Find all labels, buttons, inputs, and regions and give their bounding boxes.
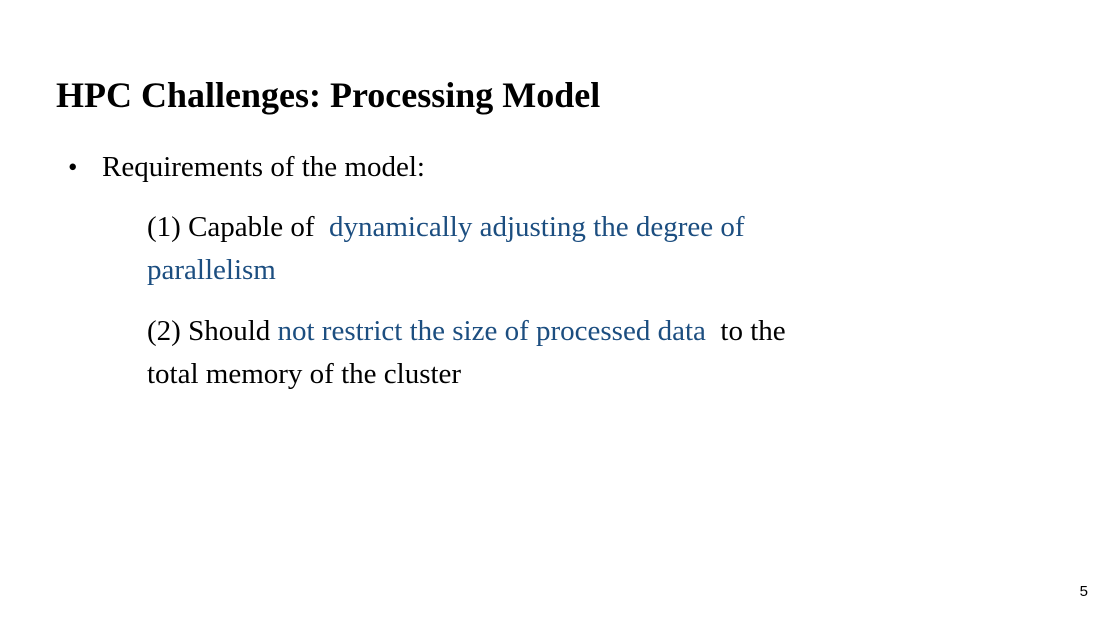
requirement-2-suffix: to the [713,315,786,347]
requirement-2-highlight: not restrict the size of processed data [277,315,714,347]
requirement-1-prefix: (1) Capable of [147,211,322,243]
requirement-1-highlight: dynamically adjusting the degree of [321,211,745,243]
requirement-2-prefix: (2) Should [147,315,278,347]
requirement-1-highlight-continued: parallelism [147,254,276,286]
page-number: 5 [1079,583,1088,600]
bullet-item: • Requirements of the model: [68,146,425,189]
requirement-item-1: (1) Capable of dynamically adjusting the… [147,206,1047,292]
bullet-text: Requirements of the model: [102,151,425,183]
bullet-marker-icon: • [68,152,78,182]
requirement-item-2: (2) Should not restrict the size of proc… [147,310,1047,396]
requirement-2-suffix-continued: total memory of the cluster [147,358,462,390]
page-title: HPC Challenges: Processing Model [56,75,601,116]
